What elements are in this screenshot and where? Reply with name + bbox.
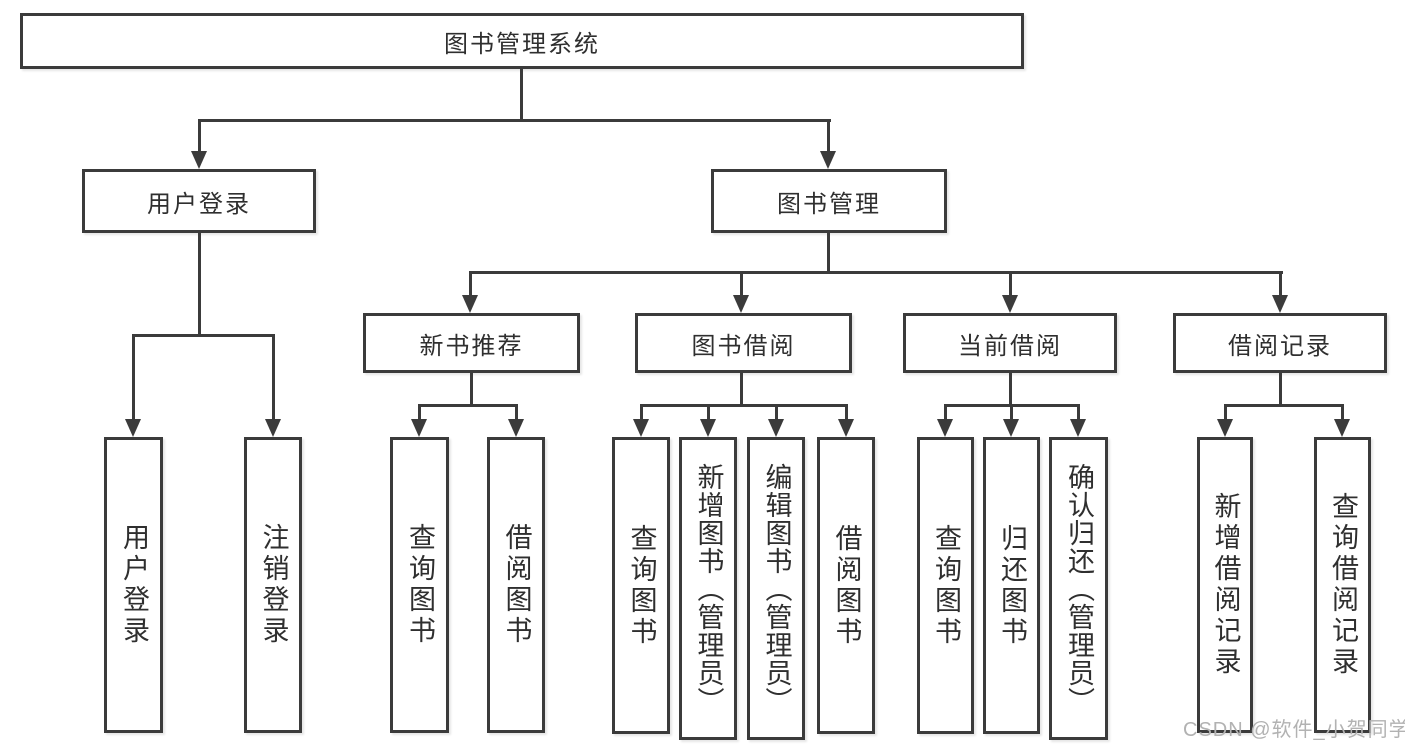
leaf-borrow-books: 借阅图书 (817, 437, 875, 734)
connector-line (515, 404, 518, 422)
leaf-query-books-borrowing-label: 查询图书 (626, 523, 657, 648)
connector-line (1341, 404, 1344, 422)
connector-line (470, 373, 473, 406)
arrow-down-icon (462, 295, 478, 313)
connector-line (640, 404, 643, 422)
arrow-down-icon (633, 419, 649, 437)
node-borrowing-records-label: 借阅记录 (1228, 332, 1332, 360)
leaf-return-books-label: 归还图书 (997, 523, 1027, 648)
leaf-borrow-books-recommend-label: 借阅图书 (501, 523, 532, 647)
leaf-add-borrow-record-label: 新增借阅记录 (1210, 492, 1241, 678)
connector-line (469, 271, 472, 298)
arrow-down-icon (700, 419, 716, 437)
connector-line (272, 334, 275, 422)
leaf-add-books-admin-label: 新增图书（管理员） (693, 462, 724, 715)
arrow-down-icon (191, 151, 207, 169)
node-new-book-recommend-label: 新书推荐 (419, 332, 524, 360)
connector-line (1279, 373, 1282, 406)
leaf-user-login-label: 用户登录 (119, 523, 149, 647)
connector-line (418, 404, 421, 422)
connector-line (132, 334, 135, 422)
node-user-login: 用户登录 (82, 169, 316, 233)
leaf-edit-books-admin: 编辑图书（管理员） (747, 437, 805, 740)
arrow-down-icon (937, 419, 953, 437)
leaf-edit-books-admin-label: 编辑图书（管理员） (761, 462, 792, 715)
connector-line (1224, 404, 1227, 422)
arrow-down-icon (1002, 295, 1018, 313)
arrow-down-icon (1334, 419, 1350, 437)
leaf-query-borrow-record-label: 查询借阅记录 (1328, 492, 1358, 678)
leaf-query-books-recommend-label: 查询图书 (405, 523, 435, 647)
leaf-borrow-books-label: 借阅图书 (831, 523, 862, 648)
node-book-management: 图书管理 (711, 169, 947, 233)
arrow-down-icon (1003, 419, 1019, 437)
node-book-borrowing: 图书借阅 (635, 313, 852, 373)
leaf-query-books-borrowing: 查询图书 (612, 437, 670, 734)
leaf-return-books: 归还图书 (983, 437, 1040, 734)
node-borrowing-records: 借阅记录 (1173, 313, 1387, 373)
node-book-management-label: 图书管理 (777, 190, 881, 218)
leaf-query-books-recommend: 查询图书 (390, 437, 449, 733)
connector-line (1009, 373, 1012, 406)
leaf-query-books-current-label: 查询图书 (931, 523, 961, 648)
arrow-down-icon (733, 295, 749, 313)
node-library-system: 图书管理系统 (20, 13, 1024, 69)
arrow-down-icon (1070, 419, 1086, 437)
node-book-borrowing-label: 图书借阅 (691, 332, 796, 360)
arrow-down-icon (508, 419, 524, 437)
connector-line (198, 119, 201, 155)
leaf-confirm-return-admin: 确认归还（管理员） (1049, 437, 1108, 740)
arrow-down-icon (125, 419, 141, 437)
connector-line (827, 233, 830, 274)
leaf-query-borrow-record: 查询借阅记录 (1314, 437, 1371, 733)
connector-line (1077, 404, 1080, 422)
connector-line (418, 404, 518, 407)
connector-line (469, 271, 1283, 274)
leaf-query-books-current: 查询图书 (917, 437, 974, 734)
connector-line (740, 373, 743, 406)
connector-line (775, 404, 778, 422)
csdn-watermark: CSDN @软件_小贺同学 (1183, 719, 1405, 741)
node-current-borrowing-label: 当前借阅 (958, 332, 1062, 360)
leaf-logout: 注销登录 (244, 437, 302, 733)
leaf-confirm-return-admin-label: 确认归还（管理员） (1064, 462, 1094, 715)
arrow-down-icon (1272, 295, 1288, 313)
connector-line (132, 334, 275, 337)
leaf-add-borrow-record: 新增借阅记录 (1197, 437, 1253, 733)
leaf-user-login: 用户登录 (104, 437, 163, 733)
arrow-down-icon (838, 419, 854, 437)
connector-line (845, 404, 848, 422)
connector-line (740, 271, 743, 298)
connector-line (1010, 404, 1013, 422)
arrow-down-icon (1217, 419, 1233, 437)
leaf-logout-label: 注销登录 (258, 523, 289, 647)
arrow-down-icon (768, 419, 784, 437)
connector-line (827, 119, 830, 155)
arrow-down-icon (820, 151, 836, 169)
connector-line (198, 233, 201, 337)
arrow-down-icon (265, 419, 281, 437)
node-new-book-recommend: 新书推荐 (363, 313, 580, 373)
arrow-down-icon (411, 419, 427, 437)
node-library-system-label: 图书管理系统 (444, 30, 600, 58)
connector-line (1224, 404, 1344, 407)
node-user-login-label: 用户登录 (147, 190, 251, 218)
connector-line (1279, 271, 1282, 298)
connector-line (198, 119, 831, 122)
connector-line (1009, 271, 1012, 298)
leaf-borrow-books-recommend: 借阅图书 (487, 437, 545, 733)
connector-line (707, 404, 710, 422)
connector-line (520, 69, 523, 122)
connector-line (640, 404, 848, 407)
connector-line (944, 404, 947, 422)
leaf-add-books-admin: 新增图书（管理员） (679, 437, 737, 740)
node-current-borrowing: 当前借阅 (903, 313, 1117, 373)
